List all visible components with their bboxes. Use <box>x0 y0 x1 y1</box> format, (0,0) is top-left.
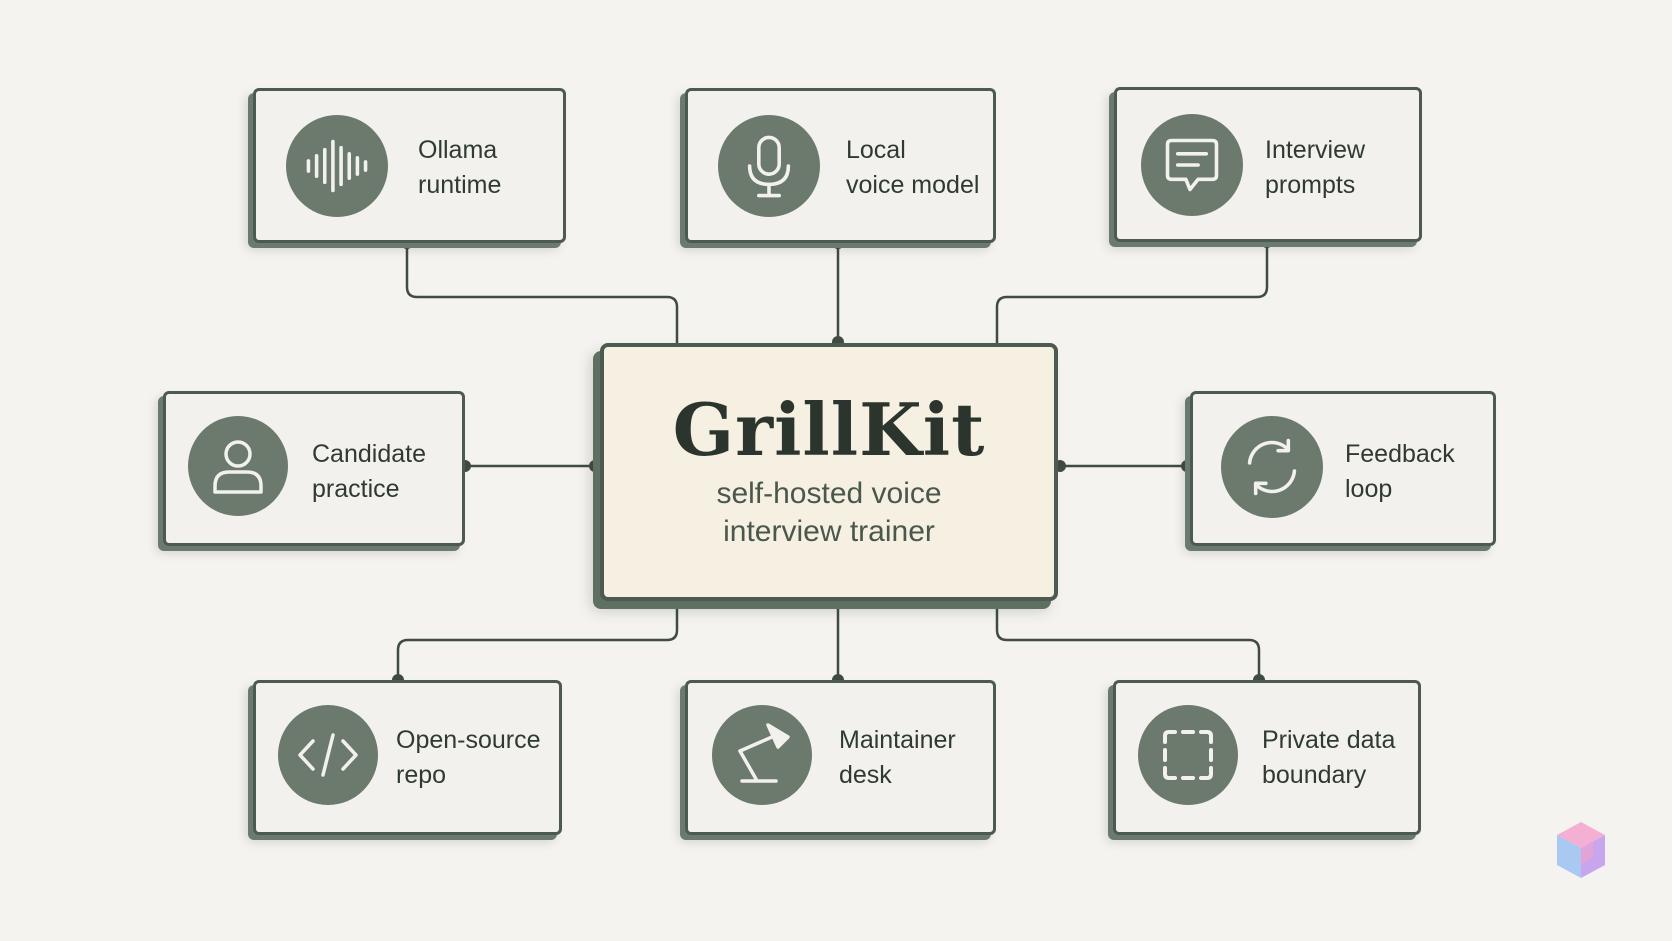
refresh-cycle-icon <box>1221 416 1323 518</box>
node-label: Local voice model <box>846 136 980 199</box>
node-local-voice-model: Local voice model <box>685 88 996 243</box>
node-candidate-practice: Candidate practice <box>163 391 465 546</box>
node-open-source-repo: Open-source repo <box>253 680 562 835</box>
center-subtitle: self-hosted voice interview trainer <box>716 477 942 548</box>
node-label: Open-source repo <box>396 726 541 789</box>
center-title: GrillKit <box>672 387 986 472</box>
microphone-icon <box>718 115 820 217</box>
node-ollama-runtime: Ollama runtime <box>253 88 566 243</box>
desk-lamp-icon <box>712 705 812 805</box>
node-label: Feedback loop <box>1345 440 1455 503</box>
chat-bubble-icon <box>1141 114 1243 216</box>
node-private-data-boundary: Private data boundary <box>1113 680 1421 835</box>
code-brackets-icon <box>278 705 378 805</box>
cube-logo-icon <box>1557 822 1605 878</box>
node-label: Private data boundary <box>1262 726 1396 789</box>
dashed-square-icon <box>1138 705 1238 805</box>
connector-boundary <box>995 599 1261 682</box>
node-feedback-loop: Feedback loop <box>1190 391 1496 546</box>
user-icon <box>188 416 288 516</box>
center-node-grillkit: GrillKit self-hosted voice interview tra… <box>600 343 1058 601</box>
node-label: Maintainer desk <box>839 726 956 789</box>
connector-repo <box>396 599 679 682</box>
connector-ollama <box>405 241 679 345</box>
connector-prompts <box>995 240 1269 345</box>
node-label: Interview prompts <box>1265 136 1366 199</box>
node-label: Ollama runtime <box>418 136 502 199</box>
node-maintainer-desk: Maintainer desk <box>685 680 996 835</box>
node-interview-prompts: Interview prompts <box>1114 87 1422 242</box>
waveform-icon <box>286 115 388 217</box>
connector-dot <box>589 460 601 472</box>
node-label: Candidate practice <box>312 440 426 503</box>
